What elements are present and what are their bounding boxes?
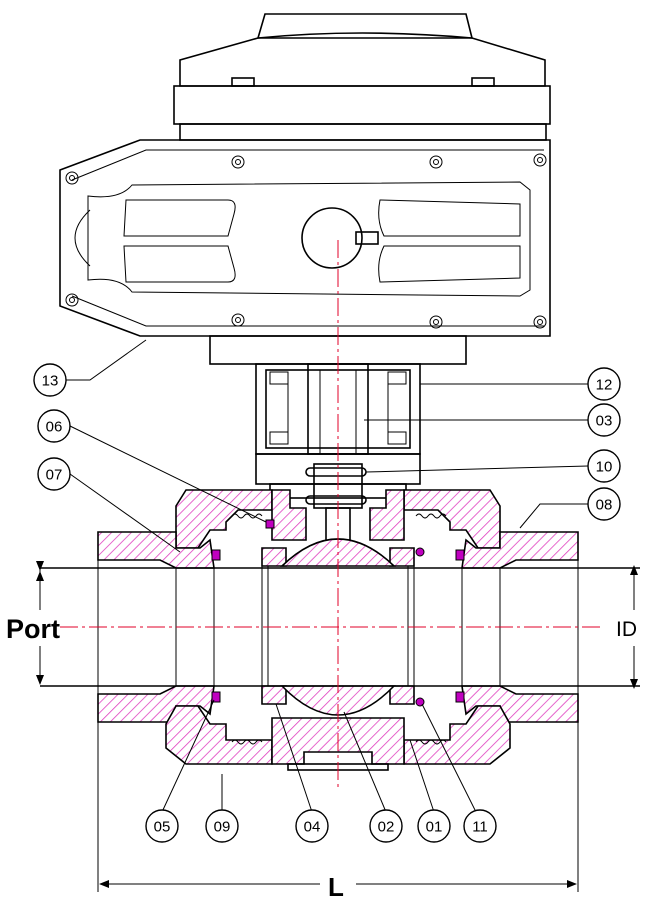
callout-01: 01 bbox=[417, 809, 451, 843]
callout-02: 02 bbox=[369, 809, 403, 843]
svg-text:12: 12 bbox=[596, 377, 613, 394]
actuator-cap bbox=[179, 13, 546, 87]
svg-text:04: 04 bbox=[304, 819, 321, 836]
svg-text:03: 03 bbox=[596, 413, 613, 430]
svg-text:11: 11 bbox=[472, 819, 488, 836]
callout-08: 08 bbox=[587, 487, 621, 521]
callout-12: 12 bbox=[587, 367, 621, 401]
callout-05: 05 bbox=[145, 809, 179, 843]
actuator-housing bbox=[59, 85, 551, 337]
svg-text:06: 06 bbox=[46, 419, 63, 436]
housing-bolts bbox=[65, 153, 547, 329]
svg-text:13: 13 bbox=[42, 373, 59, 390]
port-label: Port bbox=[6, 614, 60, 644]
callout-06: 06 bbox=[37, 409, 71, 443]
length-dimension bbox=[97, 722, 579, 892]
svg-text:10: 10 bbox=[596, 459, 613, 476]
seat-rings bbox=[261, 547, 415, 705]
callout-10: 10 bbox=[587, 449, 621, 483]
callout-03: 03 bbox=[587, 403, 621, 437]
callout-07: 07 bbox=[37, 457, 71, 491]
leader-lines bbox=[66, 339, 589, 813]
callout-11: 11 bbox=[463, 809, 497, 843]
union-nut-lower bbox=[165, 705, 511, 765]
id-label: ID bbox=[616, 618, 637, 641]
svg-text:07: 07 bbox=[46, 467, 63, 484]
callout-13: 13 bbox=[33, 363, 67, 397]
svg-text:02: 02 bbox=[378, 819, 395, 836]
svg-text:01: 01 bbox=[426, 819, 443, 836]
callout-04: 04 bbox=[295, 809, 329, 843]
svg-text:05: 05 bbox=[154, 819, 171, 836]
callout-09: 09 bbox=[205, 809, 239, 843]
svg-text:08: 08 bbox=[596, 497, 613, 514]
svg-text:09: 09 bbox=[214, 819, 231, 836]
length-label: L bbox=[328, 872, 344, 902]
